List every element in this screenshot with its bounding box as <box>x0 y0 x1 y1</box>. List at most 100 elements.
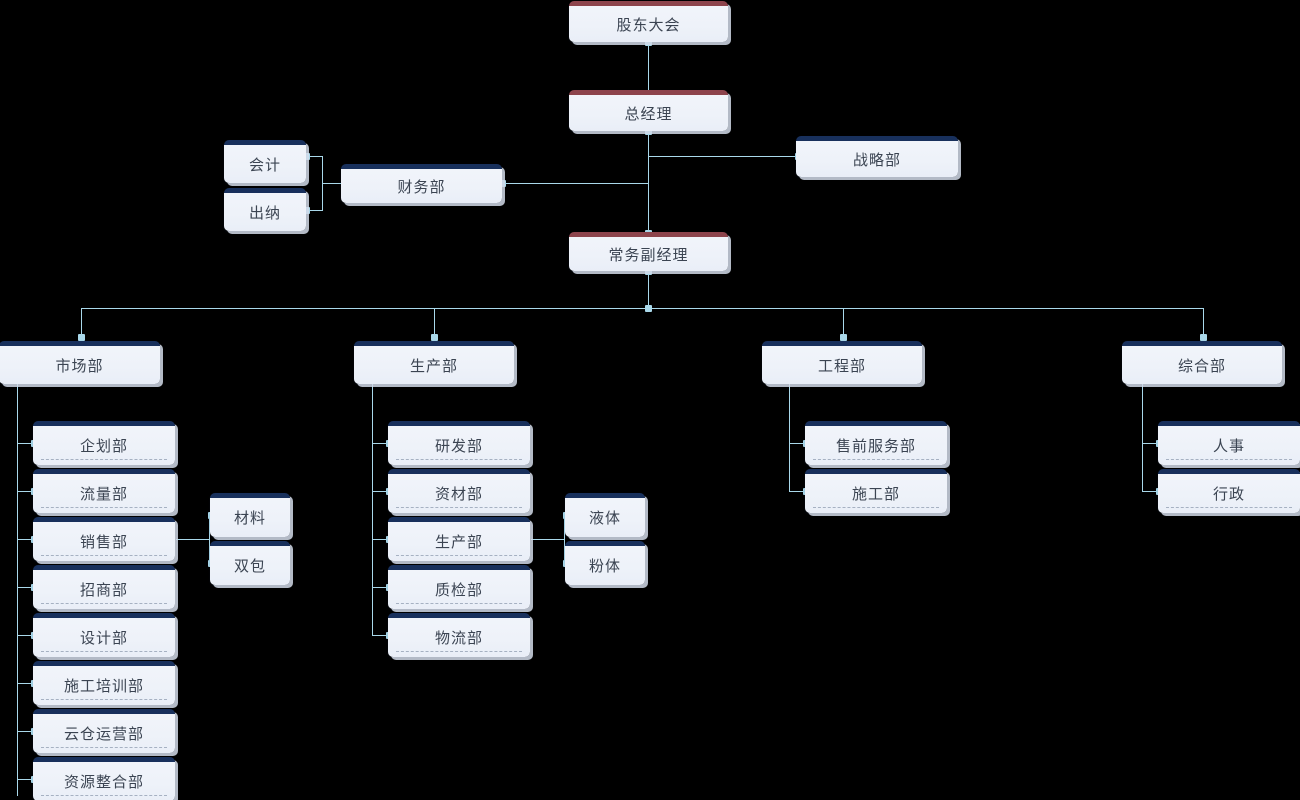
node-presales-service-dept[interactable]: 售前服务部 <box>805 421 947 465</box>
node-label: 招商部 <box>79 581 128 599</box>
edge-finance-bus <box>322 156 323 211</box>
node-label: 出纳 <box>248 203 281 222</box>
edge-bus-drop-production <box>434 308 435 340</box>
node-label: 资源整合部 <box>63 773 144 791</box>
node-label: 流量部 <box>79 485 128 503</box>
node-label: 销售部 <box>79 533 128 551</box>
node-label: 工程部 <box>817 356 866 375</box>
node-materials-dept[interactable]: 资材部 <box>388 469 530 513</box>
edge-market-child <box>17 731 34 732</box>
node-material[interactable]: 材料 <box>210 493 290 537</box>
node-label: 企划部 <box>79 437 128 455</box>
edge-general-child <box>1142 491 1159 492</box>
node-label: 行政 <box>1212 485 1245 503</box>
node-engineering-dept[interactable]: 工程部 <box>762 341 922 384</box>
edge-dot <box>645 128 652 135</box>
node-accountant[interactable]: 会计 <box>224 140 306 183</box>
node-administration[interactable]: 行政 <box>1158 469 1300 513</box>
node-design-dept[interactable]: 设计部 <box>33 613 175 657</box>
edge-deputy-down <box>648 271 649 308</box>
edge-dot <box>840 334 847 341</box>
node-cashier[interactable]: 出纳 <box>224 188 306 231</box>
node-label: 生产部 <box>434 533 483 551</box>
edge-dot <box>1200 334 1207 341</box>
edge-market-child <box>17 587 34 588</box>
edge-production-child <box>372 587 389 588</box>
node-rd-dept[interactable]: 研发部 <box>388 421 530 465</box>
node-traffic-dept[interactable]: 流量部 <box>33 469 175 513</box>
node-hr[interactable]: 人事 <box>1158 421 1300 465</box>
node-label: 液体 <box>588 509 621 527</box>
node-logistics-dept[interactable]: 物流部 <box>388 613 530 657</box>
edge-finance-to-cashier <box>306 210 323 211</box>
node-finance-dept[interactable]: 财务部 <box>341 164 502 203</box>
edge-dot <box>431 334 438 341</box>
edge-market-child <box>17 443 34 444</box>
edge-dot <box>78 334 85 341</box>
node-liquid[interactable]: 液体 <box>565 493 645 537</box>
edge-market-child <box>17 635 34 636</box>
node-label: 战略部 <box>852 150 901 169</box>
edge-department-bus <box>81 308 1203 309</box>
node-investment-dept[interactable]: 招商部 <box>33 565 175 609</box>
edge-gm-trunk <box>648 131 649 233</box>
edge-production-child <box>372 539 389 540</box>
node-construction-training-dept[interactable]: 施工培训部 <box>33 661 175 705</box>
node-cloud-warehouse-dept[interactable]: 云仓运营部 <box>33 709 175 753</box>
edge-engineering-child <box>789 491 806 492</box>
node-label: 生产部 <box>409 356 458 375</box>
edge-production-spine <box>372 384 373 636</box>
node-label: 双包 <box>233 557 266 575</box>
node-label: 常务副经理 <box>608 245 689 264</box>
edge-finance-to-accountant <box>306 156 323 157</box>
edge-sales-bus <box>209 515 210 563</box>
edge-gm-to-strategy <box>648 156 798 157</box>
node-double-pack[interactable]: 双包 <box>210 541 290 585</box>
node-production-dept[interactable]: 生产部 <box>354 341 514 384</box>
node-shareholders-meeting[interactable]: 股东大会 <box>569 1 728 42</box>
node-label: 市场部 <box>55 356 104 375</box>
node-strategy-dept[interactable]: 战略部 <box>796 136 958 177</box>
node-powder[interactable]: 粉体 <box>565 541 645 585</box>
edge-market-child <box>17 491 34 492</box>
edge-market-spine <box>17 384 18 796</box>
edge-bus-drop-market <box>81 308 82 340</box>
edge-market-child <box>17 539 34 540</box>
node-label: 研发部 <box>434 437 483 455</box>
node-label: 质检部 <box>434 581 483 599</box>
edge-sales-stem <box>176 539 209 540</box>
edge-prodsub-stem <box>531 539 564 540</box>
node-label: 施工部 <box>851 485 900 503</box>
edge-bus-drop-general <box>1203 308 1204 340</box>
node-general-affairs-dept[interactable]: 综合部 <box>1122 341 1282 384</box>
node-label: 财务部 <box>397 177 446 196</box>
node-quality-dept[interactable]: 质检部 <box>388 565 530 609</box>
node-construction-dept[interactable]: 施工部 <box>805 469 947 513</box>
node-label: 人事 <box>1212 437 1245 455</box>
node-sales-dept[interactable]: 销售部 <box>33 517 175 561</box>
edge-production-child <box>372 443 389 444</box>
node-resource-integration-dept[interactable]: 资源整合部 <box>33 757 175 800</box>
node-general-manager[interactable]: 总经理 <box>569 90 728 131</box>
edge-prodsub-bus <box>564 515 565 563</box>
node-label: 资材部 <box>434 485 483 503</box>
node-label: 物流部 <box>434 629 483 647</box>
node-production-sub-dept[interactable]: 生产部 <box>388 517 530 561</box>
edge-dot <box>645 39 652 46</box>
node-label: 综合部 <box>1177 356 1226 375</box>
node-label: 总经理 <box>624 104 673 123</box>
node-label: 云仓运营部 <box>63 725 144 743</box>
node-executive-deputy-manager[interactable]: 常务副经理 <box>569 232 728 271</box>
node-label: 施工培训部 <box>63 677 144 695</box>
edge-market-child <box>17 683 34 684</box>
node-label: 材料 <box>233 509 266 527</box>
node-planning-dept[interactable]: 企划部 <box>33 421 175 465</box>
edge-gm-to-finance <box>502 183 649 184</box>
edge-dot <box>303 153 310 160</box>
edge-production-child <box>372 635 389 636</box>
edge-general-spine <box>1142 384 1143 492</box>
node-market-dept[interactable]: 市场部 <box>0 341 160 384</box>
edge-market-child <box>17 779 34 780</box>
node-label: 股东大会 <box>616 15 681 34</box>
